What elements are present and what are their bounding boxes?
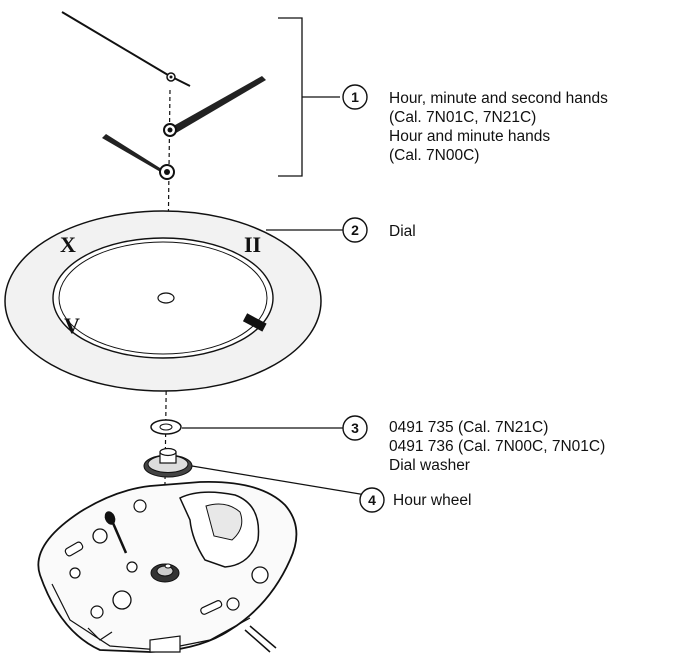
watch-movement (37, 480, 298, 653)
dial-washer (150, 419, 182, 435)
callout-3-line-2: 0491 736 (Cal. 7N00C, 7N01C) (389, 438, 605, 455)
hour-wheel (143, 447, 193, 478)
callout-2: 2 Dial (342, 217, 416, 243)
callout-1: 1 Hour, minute and second hands (Cal. 7N… (342, 84, 608, 164)
dial-center-hole (157, 292, 175, 304)
callout-1-line-4: (Cal. 7N00C) (389, 147, 479, 164)
second-hand (61, 11, 191, 87)
callout-1-line-2: (Cal. 7N01C, 7N21C) (389, 109, 536, 126)
dial-numeral-top-right: II (244, 232, 261, 257)
callout-3-line-1: 0491 735 (Cal. 7N21C) (389, 419, 548, 436)
hour-hand (102, 134, 175, 180)
leader-line-hour-wheel (191, 465, 373, 497)
callout-1-line-1: Hour, minute and second hands (389, 90, 608, 107)
callout-4: 4 Hour wheel (359, 487, 471, 513)
minute-hand (163, 76, 266, 137)
callout-1-line-3: Hour and minute hands (389, 128, 550, 145)
callout-3-number: 3 (351, 420, 359, 436)
hands-group (61, 11, 266, 180)
callout-1-number: 1 (351, 89, 359, 105)
hands-bracket (278, 17, 340, 177)
callout-3: 3 0491 735 (Cal. 7N21C) 0491 736 (Cal. 7… (342, 415, 605, 474)
callout-3-line-3: Dial washer (389, 457, 470, 474)
callout-4-line-1: Hour wheel (393, 492, 471, 509)
dial-numeral-top-left: X (60, 232, 76, 257)
dial-index-bottom-right (242, 313, 267, 332)
dial-numeral-bottom-left: V (64, 313, 80, 338)
callout-4-number: 4 (368, 492, 376, 508)
callout-2-number: 2 (351, 222, 359, 238)
dial: X II V (4, 210, 322, 392)
callout-2-line-1: Dial (389, 223, 416, 240)
